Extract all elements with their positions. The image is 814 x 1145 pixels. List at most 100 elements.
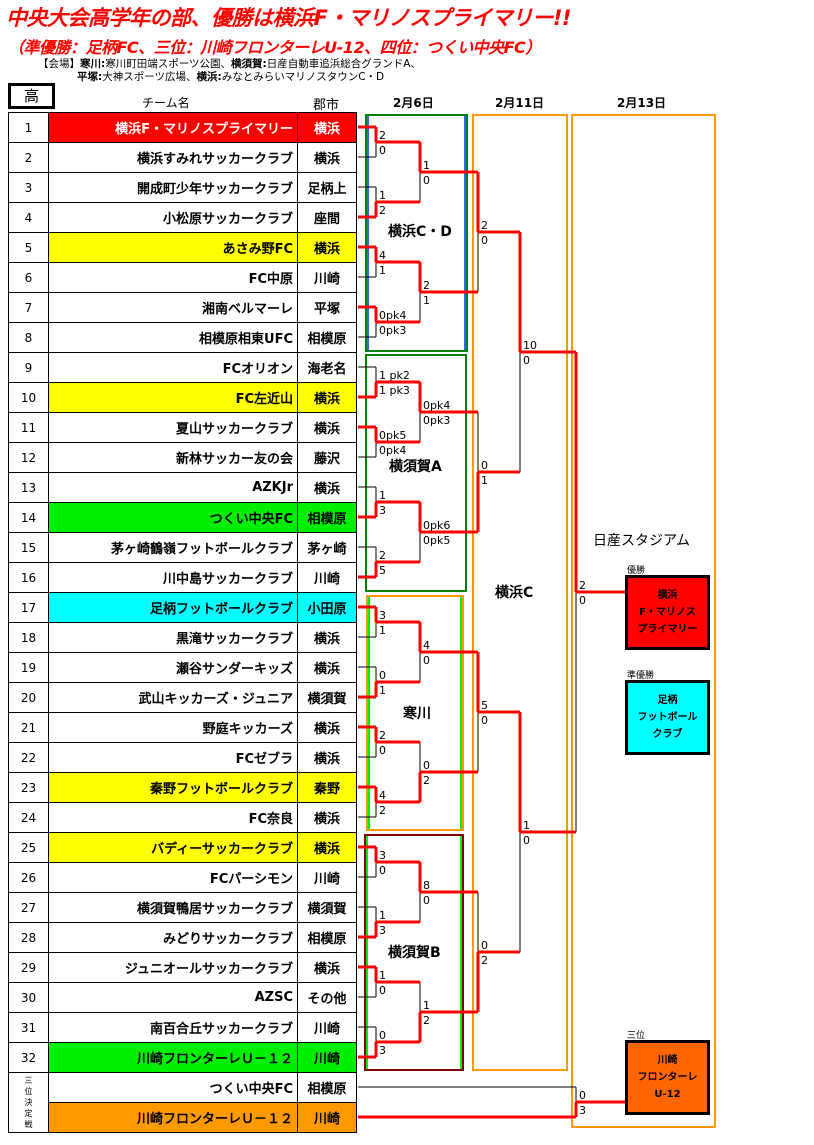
match-score: 0 [579,1089,586,1102]
team-name: AZSC [48,982,298,1013]
team-city: 横須賀 [297,682,357,713]
team-number: 15 [8,532,49,563]
match-score: 3 [379,849,386,862]
match-score: 3 [379,609,386,622]
team-number: 12 [8,442,49,473]
venue-text-segment: 寒川: [80,58,106,70]
team-city: 川崎 [297,1042,357,1073]
team-name: バディーサッカークラブ [48,832,298,863]
team-number: 25 [8,832,49,863]
venue-line-2: 平塚:大神スポーツ広場、横浜:みなとみらいマリノスタウンC・D [77,69,384,84]
team-city: 海老名 [297,352,357,383]
team-row: 31 南百合丘サッカークラブ 川崎 [8,1012,357,1043]
team-number: 17 [8,592,49,623]
venue-label-nissan: 日産スタジアム [593,533,691,549]
team-row: 25 バディーサッカークラブ 横浜 [8,832,357,863]
team-name: 川崎フロンターレＵ－１２ [48,1042,298,1073]
team-name: AZKJr [48,472,298,503]
team-city: 川崎 [297,562,357,593]
match-score: 3 [379,1044,386,1057]
team-city: 横浜 [297,412,357,443]
match-score: 0pk5 [423,534,450,547]
team-city: 横浜 [297,112,357,143]
match-score: 1 pk3 [379,384,410,397]
venue-label-yokohama-c: 横浜C [495,585,534,601]
team-row: 19 瀬谷サンダーキッズ 横浜 [8,652,357,683]
team-name: 横須賀鴨居サッカークラブ [48,892,298,923]
match-score: 0 [579,594,586,607]
venue-text-segment: みなとみらいマリノスタウンC・D [221,71,385,83]
team-city: 横須賀 [297,892,357,923]
team-city: 横浜 [297,802,357,833]
match-score: 0 [379,984,386,997]
venue-text-segment: 平塚: [77,71,103,83]
runnerup-box: 足柄 フットボール クラブ [625,680,710,755]
third-place-label-cell: 三位決定戦 [8,1072,49,1133]
team-city: 茅ヶ崎 [297,532,357,563]
team-number: 26 [8,862,49,893]
team-number: 29 [8,952,49,983]
match-score: 1 [423,999,430,1012]
match-score: 2 [481,954,488,967]
third-place-box: 川崎 フロンターレ U-12 [625,1040,710,1115]
match-score: 0 [423,759,430,772]
team-city: 横浜 [297,232,357,263]
team-number: 5 [8,232,49,263]
team-row: 13 AZKJr 横浜 [8,472,357,503]
team-number: 3 [8,172,49,203]
team-city: 川崎 [297,1012,357,1043]
team-city: 横浜 [297,142,357,173]
venue-box-yokohama-cd [365,114,468,352]
venue-text-segment: 日産自動車追浜総合グランドA、 [266,58,421,70]
match-score: 0 [481,234,488,247]
team-name: FCパーシモン [48,862,298,893]
day2-header: 2月11日 [495,96,545,110]
team-number: 16 [8,562,49,593]
team-number: 9 [8,352,49,383]
match-score: 0 [481,939,488,952]
champion-caption: 優勝 [627,566,646,576]
team-number: 11 [8,412,49,443]
team-row: 8 相模原相東UFC 相模原 [8,322,357,353]
team-city: 川崎 [297,262,357,293]
team-number: 4 [8,202,49,233]
team-city: 座間 [297,202,357,233]
venue-box-yokosuka-a [365,354,467,592]
match-score: 2 [379,204,386,217]
match-score: 1 [523,819,530,832]
match-score: 3 [579,1104,586,1117]
match-score: 0 [481,714,488,727]
team-name: FC奈良 [48,802,298,833]
team-name: あさみ野FC [48,232,298,263]
team-number: 1 [8,112,49,143]
match-score: 3 [379,504,386,517]
team-number: 7 [8,292,49,323]
match-score: 1 [379,489,386,502]
team-number: 32 [8,1042,49,1073]
match-score: 4 [423,639,430,652]
team-row: 7 湘南ベルマーレ 平塚 [8,292,357,323]
venue-label-samukawa: 寒川 [403,706,431,722]
match-score: 2 [481,219,488,232]
match-score: 0pk4 [379,444,406,457]
team-name: 黒滝サッカークラブ [48,622,298,653]
team-name: 新林サッカー友の会 [48,442,298,473]
match-score: 2 [379,129,386,142]
match-score: 0 [523,834,530,847]
team-row: 26 FCパーシモン 川崎 [8,862,357,893]
team-name: 夏山サッカークラブ [48,412,298,443]
match-score: 2 [579,579,586,592]
team-city: 横浜 [297,712,357,743]
team-row: 32 川崎フロンターレＵ－１２ 川崎 [8,1042,357,1073]
venue-box-nissan [571,114,716,1128]
team-row: 3 開成町少年サッカークラブ 足柄上 [8,172,357,203]
match-score: 0 [523,354,530,367]
venue-box-yokohama-c [472,114,568,1071]
team-city: 横浜 [297,382,357,413]
team-city: 横浜 [297,952,357,983]
third-caption: 三位 [627,1031,646,1041]
match-score: 0 [379,1029,386,1042]
team-name: 足柄フットボールクラブ [48,592,298,623]
team-city: その他 [297,982,357,1013]
